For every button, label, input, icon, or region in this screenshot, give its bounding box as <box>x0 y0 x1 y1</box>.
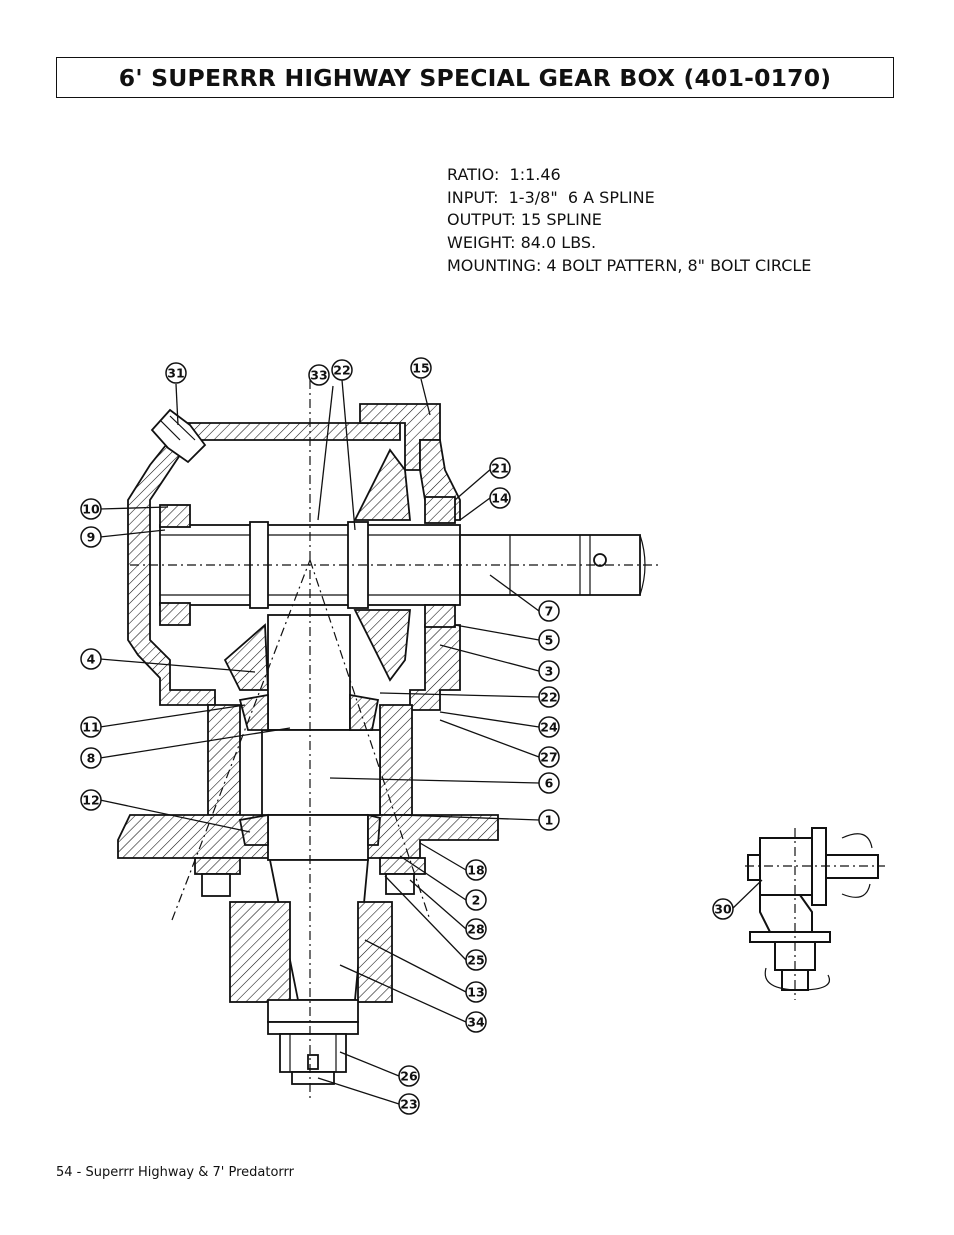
callout-31: 31 <box>165 362 187 384</box>
svg-text:3: 3 <box>545 664 554 679</box>
svg-text:5: 5 <box>545 633 554 648</box>
svg-text:21: 21 <box>491 461 508 476</box>
callout-28: 28 <box>465 918 487 940</box>
svg-text:28: 28 <box>467 922 484 937</box>
spec-input: INPUT: 1-3/8" 6 A SPLINE <box>447 187 655 207</box>
output-shaft <box>238 614 381 1001</box>
svg-text:15: 15 <box>412 361 429 376</box>
svg-text:27: 27 <box>540 750 557 765</box>
svg-text:11: 11 <box>82 720 99 735</box>
callout-7: 7 <box>538 600 560 622</box>
svg-text:1: 1 <box>545 813 554 828</box>
callout-21: 21 <box>489 457 511 479</box>
bevel-gear <box>223 448 411 691</box>
spec-ratio: RATIO: 1:1.46 <box>447 165 561 184</box>
svg-text:25: 25 <box>467 953 484 968</box>
svg-text:13: 13 <box>467 985 484 1000</box>
title-box: 6' SUPERRR HIGHWAY SPECIAL GEAR BOX (401… <box>56 57 894 98</box>
svg-text:33: 33 <box>310 368 327 383</box>
callout-13: 13 <box>465 981 487 1003</box>
callout-22-mid: 22 <box>538 686 560 708</box>
callout-34: 34 <box>465 1011 487 1033</box>
callout-11: 11 <box>80 716 102 738</box>
page-footer: 54 - Superrr Highway & 7' Predatorrr <box>56 1165 295 1180</box>
callout-3: 3 <box>538 660 560 682</box>
callout-4: 4 <box>80 648 102 670</box>
callout-9: 9 <box>80 526 102 548</box>
leader-lines <box>99 378 763 1105</box>
svg-text:10: 10 <box>82 502 100 517</box>
svg-text:4: 4 <box>87 652 96 667</box>
svg-text:7: 7 <box>545 604 554 619</box>
svg-text:14: 14 <box>491 491 509 506</box>
callout-2: 2 <box>465 889 487 911</box>
callout-8: 8 <box>80 747 102 769</box>
callout-30: 30 <box>712 898 734 920</box>
breather-plug <box>150 408 207 464</box>
callout-33: 33 <box>308 364 330 386</box>
spec-weight: WEIGHT: 84.0 LBS. <box>447 233 597 253</box>
svg-text:24: 24 <box>540 720 558 735</box>
svg-text:22: 22 <box>540 690 557 705</box>
callout-24: 24 <box>538 716 560 738</box>
callout-23: 23 <box>398 1093 420 1115</box>
svg-text:31: 31 <box>167 366 184 381</box>
svg-text:22: 22 <box>333 363 350 378</box>
callout-14: 14 <box>489 487 511 509</box>
callout-12: 12 <box>80 789 102 811</box>
svg-text:9: 9 <box>87 530 96 545</box>
svg-text:30: 30 <box>714 902 732 917</box>
inset-gearbox-view <box>745 827 885 1000</box>
svg-text:12: 12 <box>82 793 99 808</box>
svg-text:26: 26 <box>400 1069 418 1084</box>
callout-26: 26 <box>398 1065 420 1087</box>
callout-27: 27 <box>538 746 560 768</box>
svg-text:18: 18 <box>467 863 484 878</box>
center-lines <box>130 380 660 1100</box>
input-bearings <box>159 496 456 628</box>
svg-text:6: 6 <box>545 776 554 791</box>
callout-18: 18 <box>465 859 487 881</box>
spec-mounting: MOUNTING: 4 BOLT PATTERN, 8" BOLT CIRCLE <box>447 255 812 275</box>
svg-text:23: 23 <box>400 1097 417 1112</box>
spec-output: OUTPUT: 15 SPLINE <box>447 210 602 230</box>
hub <box>229 901 393 1085</box>
svg-text:34: 34 <box>467 1015 485 1030</box>
page-title: 6' SUPERRR HIGHWAY SPECIAL GEAR BOX (401… <box>118 63 832 92</box>
callout-22-top: 22 <box>331 359 353 381</box>
callout-1: 1 <box>538 809 560 831</box>
svg-text:8: 8 <box>87 751 96 766</box>
callout-25: 25 <box>465 949 487 971</box>
specs-block: RATIO: 1:1.46 INPUT: 1-3/8" 6 A SPLINE O… <box>447 164 811 278</box>
callout-10: 10 <box>80 498 102 520</box>
callout-5: 5 <box>538 629 560 651</box>
svg-text:2: 2 <box>472 893 481 908</box>
callout-6: 6 <box>538 772 560 794</box>
callout-15: 15 <box>410 357 432 379</box>
